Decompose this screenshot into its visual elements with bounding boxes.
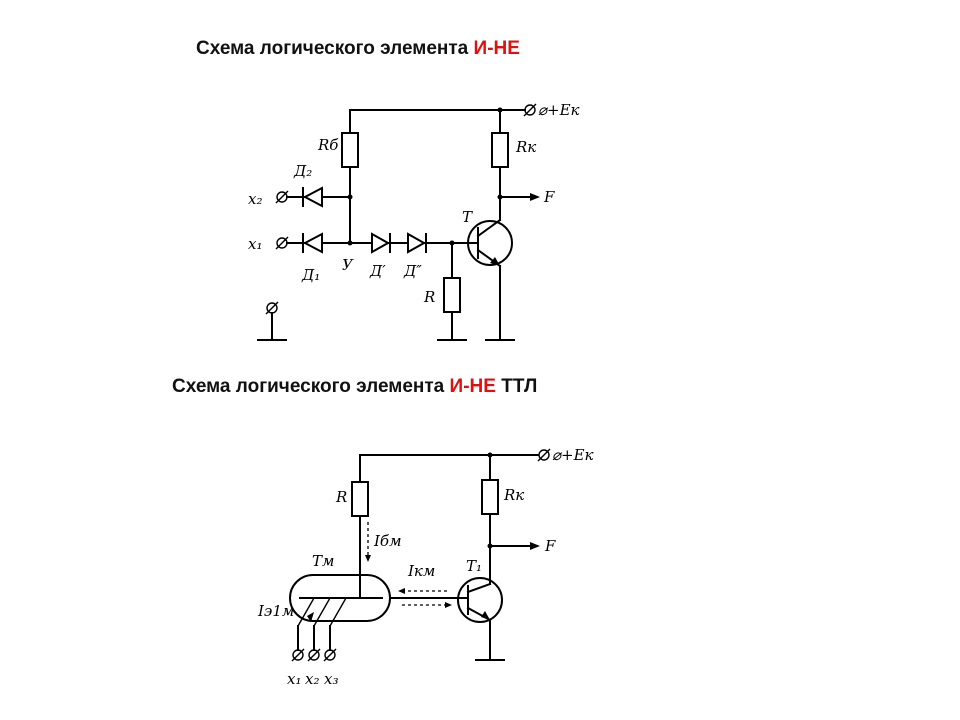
supply-rail: ⌀+Eк (349, 101, 580, 119)
title-prefix: Схема логического элемента (196, 38, 474, 59)
r-label: R (423, 288, 435, 306)
d1-label: Д₁ (301, 266, 320, 284)
current-ikm: Iкм (389, 562, 467, 608)
output-label-ttl: F (544, 537, 556, 555)
input-x2: x₂ Д₂ (248, 162, 353, 208)
resistor-rk: Rк (491, 109, 536, 221)
ground-terminal (257, 301, 287, 341)
transistor-t: T (451, 208, 515, 341)
node-y-label: У (342, 256, 354, 274)
output-label: F (543, 188, 555, 206)
diagram-dtl-nand: ⌀+Eк Rб Rк F x₂ (248, 101, 580, 341)
output-f-ttl: F (487, 537, 556, 555)
r-label-ttl: R (335, 488, 347, 506)
t1-label: T₁ (466, 557, 482, 575)
x2-label: x₂ (248, 190, 262, 208)
series-diodes: Д′ Д″ (369, 232, 427, 280)
multi-emitter-transistor: Tм Iэ1м (257, 552, 391, 627)
x3-label-ttl: x₃ (324, 670, 338, 688)
ikm-label: Iкм (407, 562, 435, 580)
supply-label-ttl: ⌀+Eк (552, 446, 594, 464)
supply-label: ⌀+Eк (538, 101, 580, 119)
t-label: T (462, 208, 473, 226)
diagram-ttl-nand: ⌀+Eк R Rк F Iбм (257, 446, 594, 688)
output-f: F (497, 188, 555, 206)
rb-label: Rб (317, 136, 339, 154)
title-prefix: Схема логического элемента (172, 376, 450, 397)
current-ibm: Iбм (365, 522, 402, 562)
transistor-t1: T₁ (457, 557, 505, 661)
resistor-r-ttl: R (335, 454, 369, 576)
d2-label: Д₂ (293, 162, 312, 180)
rk-label: Rк (515, 138, 536, 156)
tm-label: Tм (312, 552, 334, 570)
inputs-ttl: x₁ x₂ x₃ (287, 625, 338, 688)
title-suffix: ТТЛ (495, 376, 538, 397)
resistor-r: R (423, 240, 467, 341)
x1-label: x₁ (248, 235, 262, 253)
title-accent: И-НЕ (473, 38, 520, 59)
ddprime-label: Д″ (403, 262, 422, 280)
supply-rail-ttl: ⌀+Eк (359, 446, 594, 464)
x2-label-ttl: x₂ (305, 670, 319, 688)
resistor-rk-ttl: Rк (481, 454, 524, 585)
diagram-title-nand: Схема логического элемента И-НЕ (196, 38, 520, 60)
dprime-label: Д′ (369, 262, 386, 280)
i3im-label: Iэ1м (257, 602, 294, 620)
title-accent: И-НЕ (449, 376, 496, 397)
diagram-title-nand-ttl: Схема логического элемента И-НЕ ТТЛ (172, 376, 537, 398)
x1-label-ttl: x₁ (287, 670, 301, 688)
rk-label-ttl: Rк (503, 486, 524, 504)
ibm-label: Iбм (373, 532, 402, 550)
resistor-rb: Rб (317, 109, 359, 244)
